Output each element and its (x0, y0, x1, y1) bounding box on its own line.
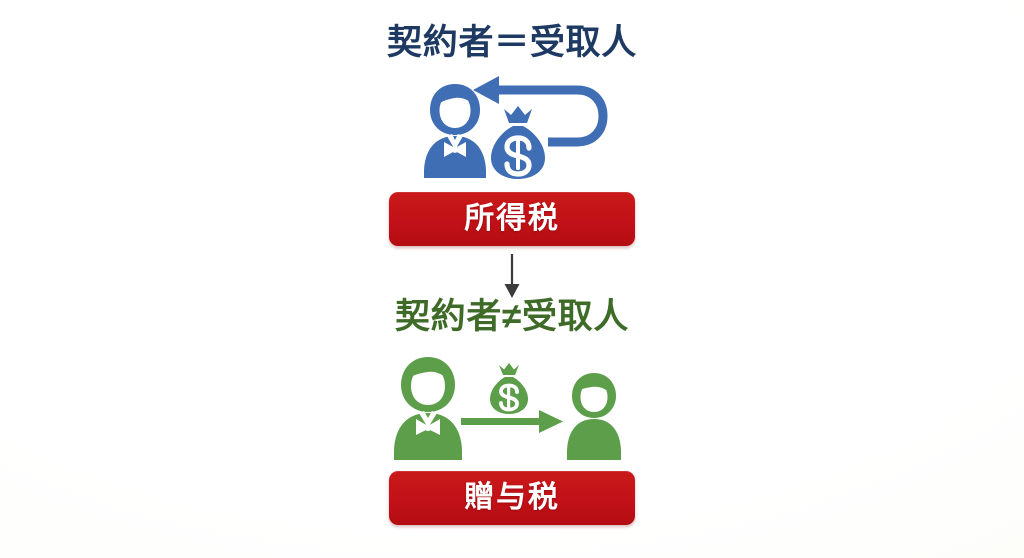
loop-arrow-blue-icon (473, 76, 608, 147)
person-blue-icon (424, 84, 486, 178)
icon-group-transfer (387, 355, 637, 465)
tax-box-income-tax[interactable]: 所得税 (389, 192, 635, 246)
money-bag-blue-icon (491, 106, 545, 179)
tax-box-income-tax-label: 所得税 (464, 202, 560, 235)
money-bag-green-icon (490, 363, 528, 414)
person-green-left-icon (394, 357, 462, 460)
section-title-policyholder-equals-beneficiary: 契約者＝受取人 (387, 23, 637, 62)
down-arrow-icon (500, 254, 524, 298)
icon-group-self-receipt (417, 76, 608, 182)
person-green-right-icon (567, 373, 621, 460)
right-arrow-green-icon (461, 410, 563, 433)
tax-box-gift-tax-label: 贈与税 (464, 481, 560, 514)
tax-box-gift-tax[interactable]: 贈与税 (389, 471, 635, 525)
section-title-policyholder-not-equals-beneficiary: 契約者≠受取人 (394, 297, 630, 336)
